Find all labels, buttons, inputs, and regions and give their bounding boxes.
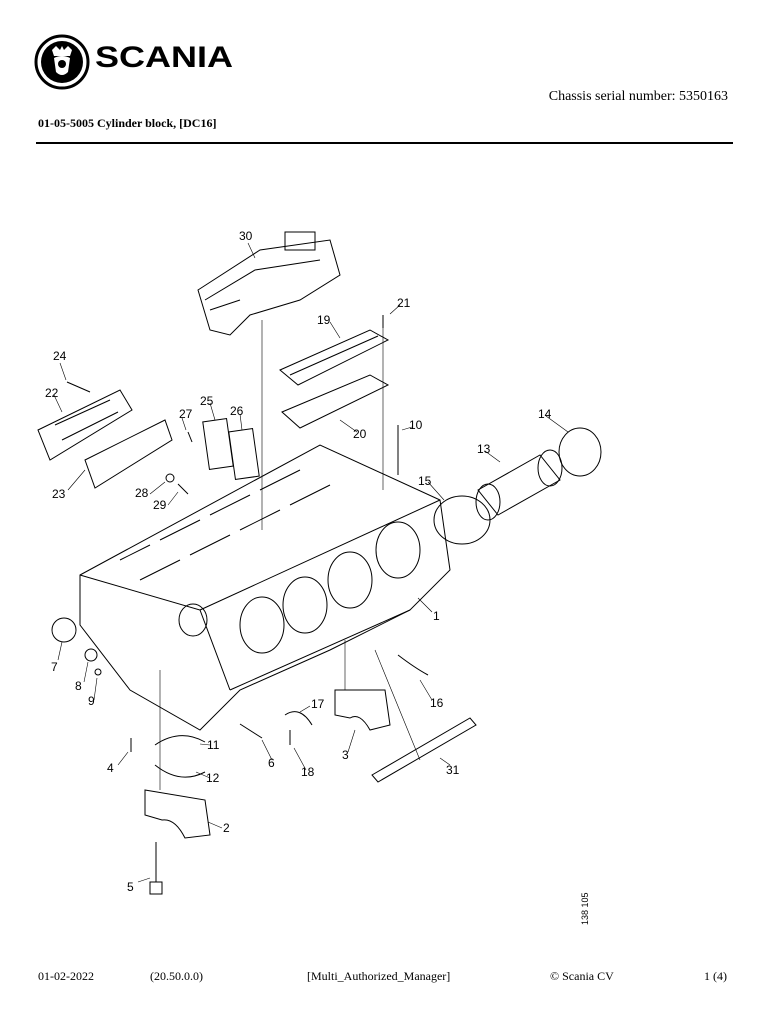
part-1-cylinder-block [79, 444, 451, 731]
part-6-screw [239, 723, 263, 739]
part-7-bushing [51, 617, 77, 643]
part-29-sensor [177, 483, 189, 495]
callout-25: 25 [200, 394, 214, 408]
part-5-bolt [149, 842, 163, 895]
callout-11: 11 [207, 738, 220, 752]
illustration-reference: 138 105 [580, 892, 590, 925]
part-23-plate [84, 419, 173, 489]
footer-role: [Multi_Authorized_Manager] [307, 969, 451, 983]
part-2-bearing-cap [144, 789, 211, 839]
footer-version: (20.50.0.0) [150, 969, 203, 983]
part-25-cover [202, 417, 234, 471]
leader-lines [53, 242, 569, 883]
document-title: 01-05-5005 Cylinder block, [DC16] [38, 116, 217, 130]
part-19-cover [279, 329, 390, 386]
callout-18: 18 [301, 765, 315, 779]
part-17-clip [284, 711, 313, 726]
brand-wordmark: SCANIA [95, 41, 234, 74]
header-divider [36, 142, 733, 144]
callout-21: 21 [397, 296, 411, 310]
part-27-screw [187, 431, 193, 443]
part-3-bearing-cap [334, 689, 391, 731]
callout-28: 28 [135, 486, 149, 500]
callout-16: 16 [430, 696, 444, 710]
part-28-plug [165, 473, 175, 483]
callout-17: 17 [311, 697, 325, 711]
part-9-plug [94, 668, 102, 676]
callout-13: 13 [477, 442, 491, 456]
callout-5: 5 [127, 880, 134, 894]
part-14-seal-ring [558, 427, 602, 477]
chassis-serial-number: Chassis serial number: 5350163 [548, 89, 728, 104]
part-24-screw [66, 381, 91, 393]
callout-30: 30 [239, 229, 253, 243]
part-26-gasket [228, 427, 260, 481]
callout-22: 22 [45, 386, 59, 400]
footer-page-number: 1 (4) [704, 969, 727, 983]
part-30-manifold [197, 231, 341, 336]
assembly-lines [159, 320, 421, 790]
callout-19: 19 [317, 313, 331, 327]
part-20-gasket [281, 374, 390, 429]
part-12-bearing-shell [154, 764, 206, 778]
callout-10: 10 [409, 418, 423, 432]
callout-3: 3 [342, 748, 349, 762]
callout-15: 15 [418, 474, 432, 488]
exploded-parts-diagram: 30 21 19 24 22 27 25 26 20 10 14 13 15 2… [37, 229, 602, 895]
callout-29: 29 [153, 498, 167, 512]
callout-12: 12 [206, 771, 220, 785]
part-13-cylinder-liner [475, 449, 563, 521]
callout-20: 20 [353, 427, 367, 441]
callout-31: 31 [446, 763, 460, 777]
footer-date: 01-02-2022 [38, 969, 94, 983]
callout-2: 2 [223, 821, 230, 835]
callout-9: 9 [88, 694, 95, 708]
callout-27: 27 [179, 407, 193, 421]
scania-logo [34, 34, 90, 90]
part-31-oil-rail [371, 717, 477, 783]
footer-copyright: © Scania CV [550, 969, 614, 983]
callout-24: 24 [53, 349, 67, 363]
callout-labels: 30 21 19 24 22 27 25 26 20 10 14 13 15 2… [45, 229, 552, 894]
callout-14: 14 [538, 407, 552, 421]
callout-7: 7 [51, 660, 58, 674]
callout-4: 4 [107, 761, 114, 775]
part-22-plate [37, 389, 133, 461]
callout-1: 1 [433, 609, 440, 623]
part-16-thrust-washer [397, 654, 429, 676]
callout-23: 23 [52, 487, 66, 501]
callout-8: 8 [75, 679, 82, 693]
part-11-bearing-shell [154, 735, 206, 746]
callout-26: 26 [230, 404, 244, 418]
part-15-seal-ring [433, 495, 491, 545]
callout-6: 6 [268, 756, 275, 770]
part-8-ring [84, 648, 98, 662]
